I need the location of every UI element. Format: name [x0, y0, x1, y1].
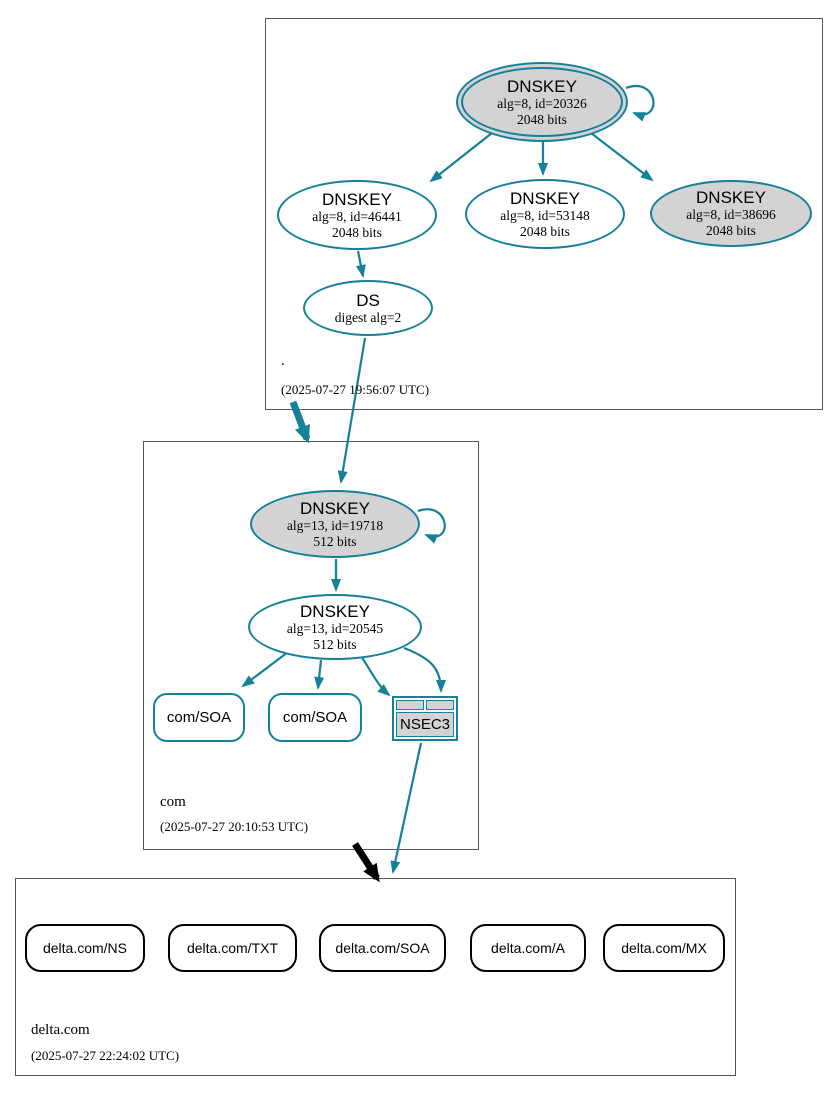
- delta-a-rrset[interactable]: delta.com/A: [470, 924, 586, 972]
- root-zsk-dnskey-53148-node[interactable]: DNSKEY alg=8, id=53148 2048 bits: [465, 179, 625, 249]
- node-bits: 2048 bits: [332, 224, 382, 240]
- nsec3-cell-2: [426, 700, 454, 710]
- rrset-label: delta.com/TXT: [186, 940, 279, 956]
- node-detail: alg=8, id=20326: [497, 95, 587, 111]
- rrset-label: com/SOA: [166, 709, 232, 726]
- root-ds-node[interactable]: DS digest alg=2: [303, 280, 433, 336]
- node-title: DNSKEY: [507, 76, 577, 96]
- node-detail: alg=8, id=53148: [500, 207, 590, 223]
- node-detail: alg=8, id=38696: [686, 207, 776, 222]
- rrset-label: delta.com/SOA: [335, 940, 430, 956]
- rrset-label: delta.com/NS: [42, 940, 128, 956]
- node-bits: 512 bits: [313, 636, 357, 652]
- com-soa-rrset-1[interactable]: com/SOA: [153, 693, 245, 742]
- node-title: DNSKEY: [696, 188, 766, 207]
- root-zone-label: .: [281, 353, 285, 369]
- node-title: DNSKEY: [510, 188, 580, 208]
- node-bits: 512 bits: [313, 533, 357, 549]
- nsec3-cell-1: [396, 700, 424, 710]
- root-ksk-dnskey-20326-node[interactable]: DNSKEY alg=8, id=20326 2048 bits: [456, 62, 628, 142]
- com-ksk-dnskey-19718-node[interactable]: DNSKEY alg=13, id=19718 512 bits: [250, 490, 420, 558]
- com-zsk-dnskey-20545-node[interactable]: DNSKEY alg=13, id=20545 512 bits: [248, 594, 422, 660]
- delta-zone-label: delta.com: [31, 1022, 90, 1038]
- node-title: DNSKEY: [300, 498, 370, 518]
- root-zsk-dnskey-46441-node[interactable]: DNSKEY alg=8, id=46441 2048 bits: [277, 180, 437, 250]
- zone-box-root: [265, 18, 823, 410]
- node-detail: alg=8, id=46441: [312, 208, 402, 224]
- delta-zone-timestamp: (2025-07-27 22:24:02 UTC): [31, 1048, 180, 1063]
- rrset-label: delta.com/MX: [621, 940, 707, 956]
- com-soa-rrset-2[interactable]: com/SOA: [268, 693, 362, 742]
- com-nsec3-node[interactable]: NSEC3: [392, 696, 458, 741]
- node-bits: 2048 bits: [517, 111, 567, 127]
- root-zone-timestamp: (2025-07-27 19:56:07 UTC): [281, 382, 430, 397]
- root-ksk-dnskey-38696-node[interactable]: DNSKEY alg=8, id=38696 2048 bits: [650, 180, 812, 247]
- delta-ns-rrset[interactable]: delta.com/NS: [25, 924, 145, 972]
- zone-box-delta-com: [15, 878, 736, 1076]
- com-zone-timestamp: (2025-07-27 20:10:53 UTC): [160, 819, 309, 834]
- root-ksk-inner-ellipse: DNSKEY alg=8, id=20326 2048 bits: [461, 67, 623, 137]
- node-title: DNSKEY: [322, 189, 392, 209]
- node-detail: alg=13, id=20545: [286, 620, 384, 636]
- node-title: DNSKEY: [300, 601, 370, 621]
- nsec3-record-cells: [396, 700, 454, 710]
- delta-soa-rrset[interactable]: delta.com/SOA: [319, 924, 446, 972]
- node-detail: digest alg=2: [334, 309, 402, 325]
- rrset-label: com/SOA: [282, 709, 348, 726]
- node-bits: 2048 bits: [706, 223, 756, 238]
- delta-txt-rrset[interactable]: delta.com/TXT: [168, 924, 297, 972]
- node-bits: 2048 bits: [520, 223, 570, 239]
- rrset-label: delta.com/A: [491, 940, 565, 956]
- node-detail: alg=13, id=19718: [286, 517, 384, 533]
- nsec3-label: NSEC3: [396, 712, 454, 737]
- node-title: DS: [356, 290, 380, 310]
- com-zone-label: com: [160, 794, 186, 810]
- delta-mx-rrset[interactable]: delta.com/MX: [603, 924, 725, 972]
- zone-box-com: [143, 441, 479, 850]
